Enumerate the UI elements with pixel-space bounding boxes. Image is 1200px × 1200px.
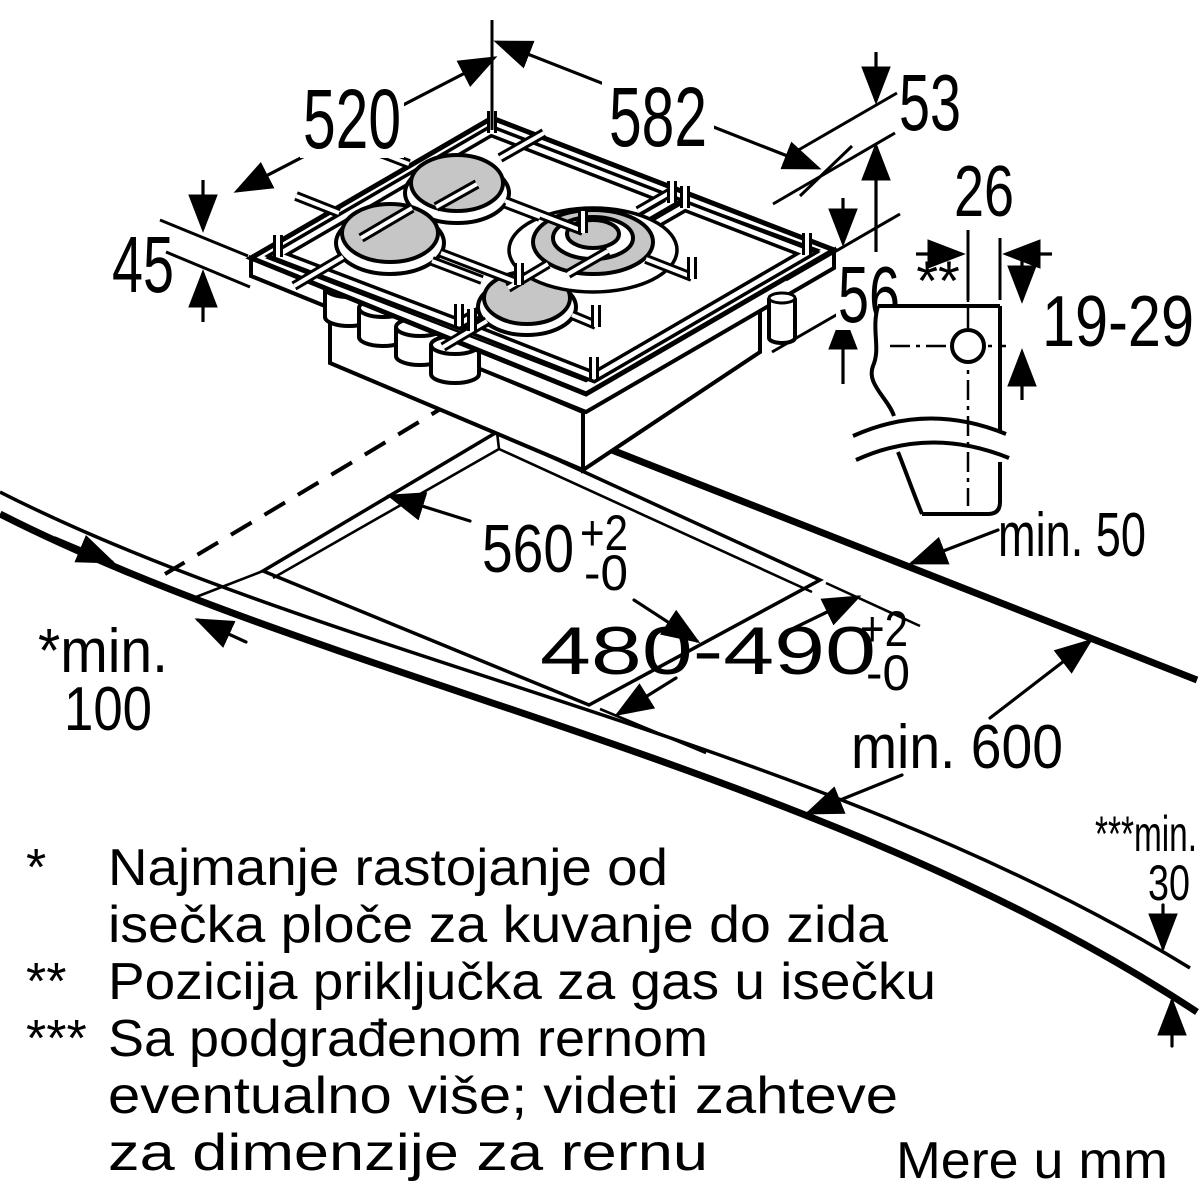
- footnote-1-line-2: isečka ploče za kuvanje do zida: [108, 896, 888, 954]
- dim-cutout-width-tol-minus: -0: [584, 545, 628, 601]
- footnote-symbol-2: **: [26, 953, 66, 1011]
- cutout-left-extension: [195, 569, 264, 599]
- dim-560-arrow-right: [632, 598, 701, 644]
- dim-cutout-depth-tol-plus: +2: [860, 601, 908, 657]
- dim-520-label-bg: [300, 80, 404, 158]
- dim-min-side-label: *min.: [38, 617, 168, 686]
- worktop-front-edge-inner: [0, 490, 1191, 970]
- dim-cutout-depth: 480-490: [540, 613, 876, 689]
- dim-480-arrow-down: [614, 676, 678, 717]
- cutout-front-extension: [599, 707, 707, 755]
- worktop-back-edge: [503, 404, 1199, 684]
- footnote-3-line-1: Sa podgrađenom rernom: [108, 1010, 708, 1068]
- hob-foot-top: [767, 291, 797, 305]
- gas-connection-hole: [950, 328, 986, 364]
- hob-foot: [767, 298, 797, 345]
- dim-582-label-bg: [602, 78, 714, 158]
- dim-gas-offset: 26: [954, 152, 1014, 232]
- dim-cutout-width: 560: [482, 511, 574, 587]
- gas-position-marker: **: [916, 249, 960, 312]
- cutout-right-extension: [825, 581, 921, 628]
- gas-block-break-fill: [853, 418, 1009, 460]
- worktop-cutout: [195, 430, 921, 755]
- dim-min600-arrow-up: [988, 638, 1094, 720]
- dim-min-back-clearance: min. 50: [998, 501, 1146, 570]
- dim-min100-arrow-left: [53, 534, 116, 564]
- footnotes: * Najmanje rastojanje od isečka ploče za…: [26, 839, 1168, 1190]
- dim-min-side-value: 100: [64, 675, 152, 744]
- dim-480-arrow-up: [788, 595, 862, 632]
- burner-back-cap: [409, 153, 505, 213]
- ext-tick-582: [798, 144, 854, 198]
- dim-height-45: 45: [112, 220, 174, 309]
- dim-height-53: 53: [899, 58, 961, 147]
- gas-connection-detail: 26 ** 19-29: [852, 152, 1194, 516]
- dim-min-worktop-depth: min. 600: [851, 713, 1063, 782]
- burner-left-cap: [340, 202, 440, 264]
- gas-block-break-lines: [852, 416, 1010, 462]
- projection-dashed-line: [163, 400, 454, 576]
- dim-min-front-label: ***min.: [1095, 806, 1197, 862]
- footnote-3-line-3: za dimenzije za rernu: [108, 1124, 708, 1182]
- dim-cutout-width-tol-plus: +2: [580, 505, 628, 561]
- cutout-outline: [259, 430, 824, 707]
- dim-560-arrow-left: [386, 492, 472, 523]
- footnote-symbol-1: *: [26, 839, 46, 897]
- footnote-1-line-1: Najmanje rastojanje od: [108, 839, 668, 897]
- gas-block-outline: [869, 304, 1002, 516]
- footnote-symbol-3: ***: [26, 1010, 87, 1068]
- worktop-front-edge-outer: [0, 510, 1199, 1015]
- dim-cutout-depth-tol-minus: -0: [866, 645, 910, 701]
- hob-drawing: [245, 111, 840, 474]
- footnote-2-line-1: Pozicija priključka za gas u isečku: [108, 953, 936, 1011]
- ext-lines-26: [966, 230, 1002, 300]
- dim-min-front-value: 30: [1148, 855, 1190, 911]
- dim-gas-depth: 19-29: [1042, 282, 1194, 362]
- dim-width-top: 520: [303, 72, 401, 166]
- dim-width-front: 582: [609, 70, 707, 164]
- footnote-3-line-2: eventualno više; videti zahteve: [108, 1067, 898, 1125]
- dim-min600-arrow-down: [804, 773, 904, 815]
- units-note: Mere u mm: [896, 1132, 1168, 1190]
- dim-min50-arrow: [908, 528, 1000, 565]
- worktop-drawing: [0, 400, 1199, 1015]
- ext-lines-53: [772, 91, 898, 206]
- dim-min100-arrow-right: [194, 618, 248, 648]
- worktop-dimensions: 560 +2 -0 480-490 +2 -0 min. 50 min. 600…: [38, 492, 1197, 1048]
